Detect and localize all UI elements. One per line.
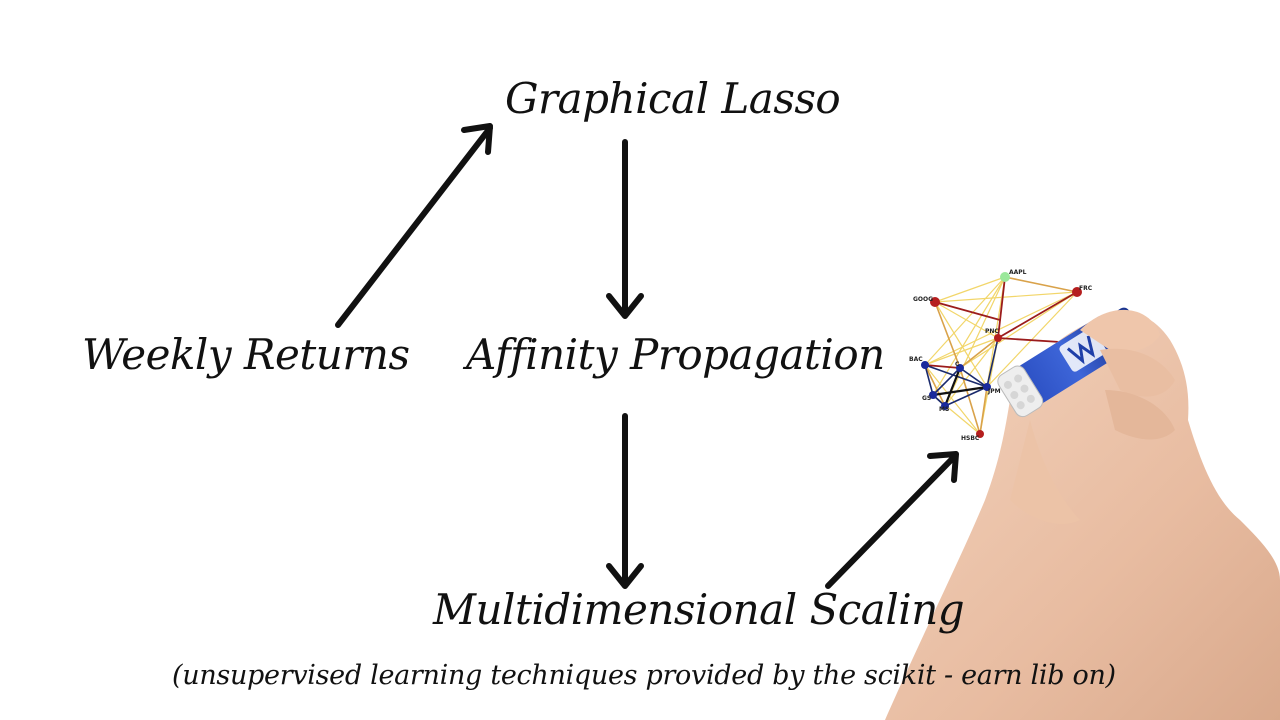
- node-weekly-returns: Weekly Returns: [82, 330, 410, 379]
- network-label: HSBC: [961, 435, 980, 442]
- network-node-hsbc: HSBC: [961, 430, 984, 442]
- arrow-affinity-to-mds: [606, 413, 644, 589]
- network-node-jpm: JPM: [983, 383, 1001, 395]
- network-label: C: [955, 361, 960, 368]
- network-node-pnc: PNC: [985, 328, 1002, 342]
- network-label: GOOG: [913, 296, 933, 303]
- network-node-frc: FRC: [1072, 285, 1093, 297]
- hand-with-marker-image: [885, 307, 1280, 720]
- arrow-weekly-to-graphical: [335, 123, 493, 328]
- network-node-aapl: AAPL: [1000, 269, 1027, 282]
- network-label: BAC: [909, 356, 923, 363]
- network-node-goog: GOOG: [913, 296, 940, 307]
- network-node-bac: BAC: [909, 356, 929, 369]
- network-label: GS: [922, 395, 931, 402]
- network-label: MS: [939, 406, 949, 413]
- node-affinity-propagation: Affinity Propagation: [466, 330, 885, 379]
- arrow-mds-to-network: [825, 451, 959, 589]
- stock-network-graph: AAPL FRC GOOG PNC BAC C: [909, 269, 1093, 442]
- caption-text: (unsupervised learning techniques provid…: [172, 660, 1116, 691]
- node-multidimensional-scaling: Multidimensional Scaling: [433, 585, 965, 634]
- network-node-gs: GS: [922, 391, 937, 402]
- network-node-ms: MS: [939, 402, 949, 413]
- node-graphical-lasso: Graphical Lasso: [505, 74, 841, 123]
- network-label: JPM: [987, 388, 1001, 395]
- network-label: PNC: [985, 328, 999, 335]
- network-label: AAPL: [1009, 269, 1027, 276]
- network-node-c: C: [955, 361, 964, 372]
- arrow-graphical-to-affinity: [606, 139, 644, 319]
- network-label: FRC: [1079, 285, 1093, 292]
